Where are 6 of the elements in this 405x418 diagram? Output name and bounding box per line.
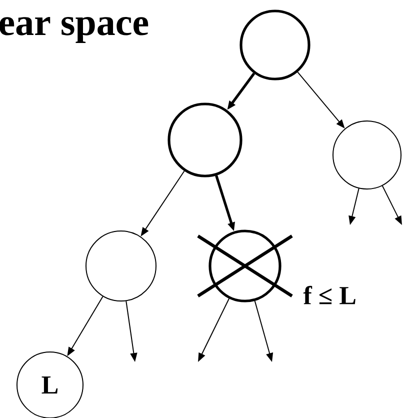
circle-node [168,102,242,178]
circle-node [86,230,156,302]
title: ear space [0,16,148,44]
circle-node [240,10,310,80]
crossed-circle-node [197,230,293,302]
circle-node [332,120,402,190]
